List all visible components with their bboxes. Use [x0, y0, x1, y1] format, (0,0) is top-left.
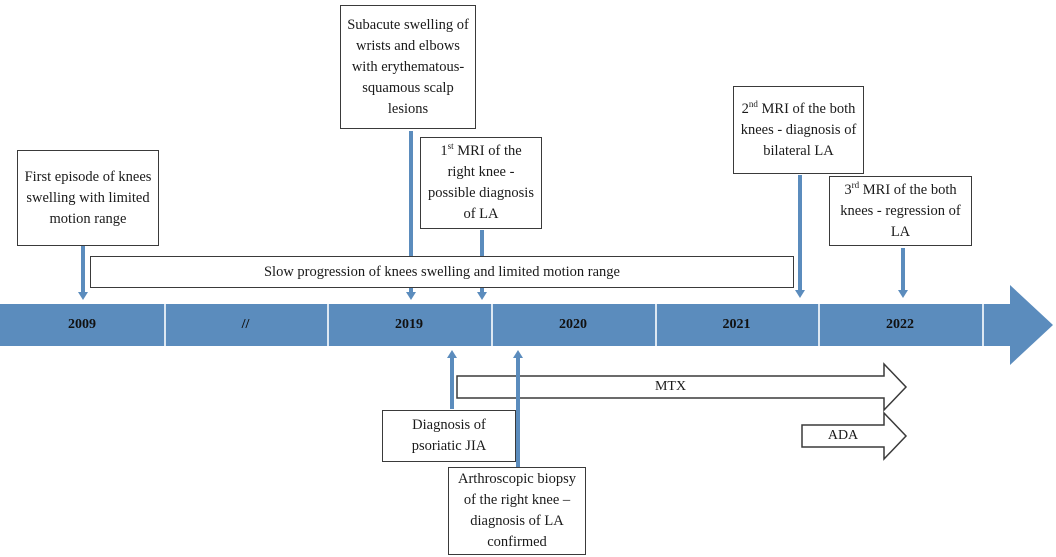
connector-biopsy: [516, 357, 520, 467]
connector-subacute: [409, 131, 413, 293]
ada-label: ADA: [827, 428, 859, 443]
segment-label-2022: 2022: [886, 317, 914, 332]
event-mri2: 2nd MRI of the both knees - diagnosis of…: [733, 86, 864, 174]
event-mri3: 3rd MRI of the both knees - regression o…: [829, 176, 972, 246]
ada-arrow-shape: [801, 411, 908, 461]
event-diagnosis-jia: Diagnosis of psoriatic JIA: [382, 410, 516, 462]
arrowhead-first-episode: [78, 292, 88, 300]
mri2-text: 2nd MRI of the both knees - diagnosis of…: [740, 98, 857, 159]
segment-label-2019: 2019: [395, 317, 423, 332]
progression-bar: Slow progression of knees swelling and l…: [90, 256, 794, 288]
arrowhead-mri1: [477, 292, 487, 300]
event-mri1: 1st MRI of the right knee - possible dia…: [420, 137, 542, 229]
event-first-episode: First episode of knees swelling with lim…: [17, 150, 159, 246]
segment-separator: [818, 304, 820, 346]
segment-separator: [982, 304, 984, 346]
connector-mri2: [798, 175, 802, 291]
segment-label-gap: //: [241, 317, 250, 332]
arrowhead-mri2: [795, 290, 805, 298]
event-arthroscopic-biopsy: Arthroscopic biopsy of the right knee – …: [448, 467, 586, 555]
segment-separator: [655, 304, 657, 346]
event-subacute-swelling: Subacute swelling of wrists and elbows w…: [340, 5, 476, 129]
segment-label-2021: 2021: [722, 317, 751, 332]
arrowhead-subacute: [406, 292, 416, 300]
connector-mri3: [901, 248, 905, 291]
segment-separator: [164, 304, 166, 346]
mtx-label: MTX: [654, 379, 687, 394]
connector-first-episode: [81, 246, 85, 293]
arrowhead-biopsy: [513, 350, 523, 358]
connector-jia: [450, 357, 454, 409]
mri3-text: 3rd MRI of the both knees - regression o…: [840, 179, 961, 240]
timeline-arrow: [0, 285, 1053, 365]
mtx-arrow-shape: [456, 362, 908, 412]
segment-label-2020: 2020: [559, 317, 587, 332]
segment-separator: [327, 304, 329, 346]
mri1-text: 1st MRI of the right knee - possible dia…: [428, 141, 534, 222]
arrowhead-mri3: [898, 290, 908, 298]
segment-label-2009: 2009: [68, 317, 96, 332]
arrowhead-jia: [447, 350, 457, 358]
segment-separator: [491, 304, 493, 346]
